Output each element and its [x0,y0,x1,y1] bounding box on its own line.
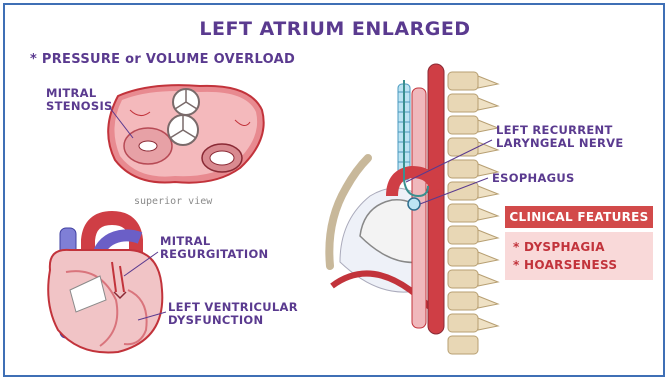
clinical-features-box: * DYSPHAGIA * HOARSENESS [505,232,653,280]
sagittal-thorax-view [329,64,498,354]
heart-superior-view [108,85,264,183]
label-recurrent-laryngeal-nerve: LEFT RECURRENT LARYNGEAL NERVE [496,124,624,150]
label-esophagus: ESOPHAGUS [492,172,575,185]
page-title: LEFT ATRIUM ENLARGED [0,18,670,40]
label-mitral-stenosis: MITRAL STENOSIS [46,87,113,113]
subtitle: * PRESSURE or VOLUME OVERLOAD [30,52,295,67]
label-lv-dysfunction: LEFT VENTRICULAR DYSFUNCTION [168,301,298,327]
clinical-features-header: CLINICAL FEATURES [505,206,653,228]
clinical-item-hoarseness: * HOARSENESS [513,256,653,274]
caption-superior-view: superior view [134,196,212,207]
heart-frontal-view [48,218,162,353]
label-mitral-regurgitation: MITRAL REGURGITATION [160,235,268,261]
clinical-item-dysphagia: * DYSPHAGIA [513,238,653,256]
